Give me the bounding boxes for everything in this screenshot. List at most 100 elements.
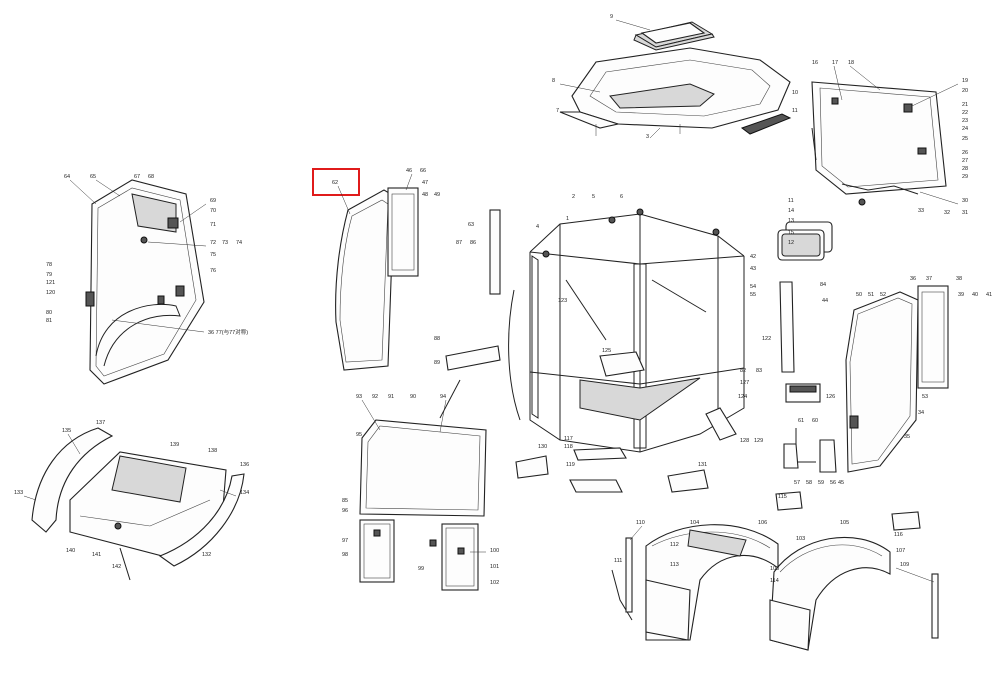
callout-101: 101 [490,564,499,570]
callout-114: 114 [770,578,779,584]
callout-82: 82 [740,368,746,374]
callout-111: 111 [614,558,622,564]
callout-8: 8 [552,78,555,84]
callout-64: 64 [64,174,70,180]
callout-94: 94 [440,394,446,400]
callout-89: 89 [434,360,440,366]
right-door-assembly [845,285,949,473]
callout-51: 51 [868,292,874,298]
callout-105: 105 [840,520,849,526]
callout-75: 75 [210,252,216,258]
callout-48: 48 [422,192,428,198]
callout-5: 5 [592,194,595,200]
callout-14: 14 [788,208,794,214]
rear-window-assembly [811,81,947,206]
callout-62: 62 [332,180,338,186]
callout-141: 141 [92,552,101,558]
callout-27: 27 [962,158,968,164]
callout-55: 55 [750,292,756,298]
callout-98: 98 [342,552,348,558]
callout-19: 19 [962,78,968,84]
side-window-frame [387,187,419,277]
callout-12: 12 [788,240,794,246]
windshield-assembly [359,419,487,591]
callout-1: 1 [566,216,569,222]
callout-53: 53 [922,394,928,400]
callout-34: 34 [918,410,924,416]
callout-84: 84 [820,282,826,288]
callout-103: 103 [796,536,805,542]
callout-46: 46 [406,168,412,174]
callout-97: 97 [342,538,348,544]
callout-20: 20 [962,88,968,94]
callout-26: 26 [962,150,968,156]
side-window-62 [335,189,395,371]
leader-lines [23,19,959,583]
callout-40: 40 [972,292,978,298]
callout-63: 63 [468,222,474,228]
left-door-assembly [85,179,205,385]
callout-36: 36 [910,276,916,282]
callout-81: 81 [46,318,52,324]
callout-32: 32 [944,210,950,216]
callout-107: 107 [896,548,905,554]
callout-125: 125 [602,348,611,354]
callout-30: 30 [962,198,968,204]
callout-123: 123 [558,298,567,304]
callout-3: 3 [646,134,649,140]
lower-panel-left [359,519,395,583]
callout-140: 140 [66,548,75,554]
callout-109: 109 [900,562,909,568]
rear-quarter-glass [917,285,949,389]
callout-47: 47 [422,180,428,186]
callout-78: 78 [46,262,52,268]
callout-80: 80 [46,310,52,316]
callout-29: 29 [962,174,968,180]
callout-2: 2 [572,194,575,200]
callout-45: 45 [838,480,844,486]
callout-120: 120 [46,290,55,296]
callout-11: 11 [792,108,798,114]
callout-59: 59 [818,480,824,486]
callout-110: 110 [636,520,645,526]
callout-38: 38 [956,276,962,282]
callout-65: 65 [90,174,96,180]
callout-31: 31 [962,210,968,216]
callout-6: 6 [620,194,623,200]
callout-136: 136 [240,462,249,468]
callout-117: 117 [564,436,573,442]
callout-102: 102 [490,580,499,586]
callout-133: 133 [14,490,23,496]
callout-69: 69 [210,198,216,204]
callout-39: 39 [958,292,964,298]
callout-42: 42 [750,254,756,260]
callout-22: 22 [962,110,968,116]
callout-13: 13 [788,218,794,224]
callout-85: 85 [342,498,348,504]
side-window-assembly [335,187,419,371]
callout-73: 73 [222,240,228,246]
callout-135: 135 [62,428,71,434]
callout-95: 95 [356,432,362,438]
windshield-glass [359,419,487,517]
callout-130: 130 [538,444,547,450]
callout-58: 58 [806,480,812,486]
callout-60: 60 [812,418,818,424]
callout-56: 56 [830,480,836,486]
callout-33: 33 [918,208,924,214]
callout-24: 24 [962,126,968,132]
callout-134: 134 [240,490,249,496]
callout-87: 87 [456,240,462,246]
callout-137: 137 [96,420,105,426]
callout-11b: 11 [788,198,794,204]
callout-92: 92 [372,394,378,400]
callout-127: 127 [740,380,749,386]
lower-panel-right [441,523,479,591]
callout-21: 21 [962,102,968,108]
callout-79: 79 [46,272,52,278]
callout-142: 142 [112,564,121,570]
callout-labels: 9 8 7 10 11 3 16 17 18 19 20 21 22 23 24… [14,14,992,586]
callout-70: 70 [210,208,216,214]
callout-88: 88 [434,336,440,342]
callout-9: 9 [610,14,613,20]
